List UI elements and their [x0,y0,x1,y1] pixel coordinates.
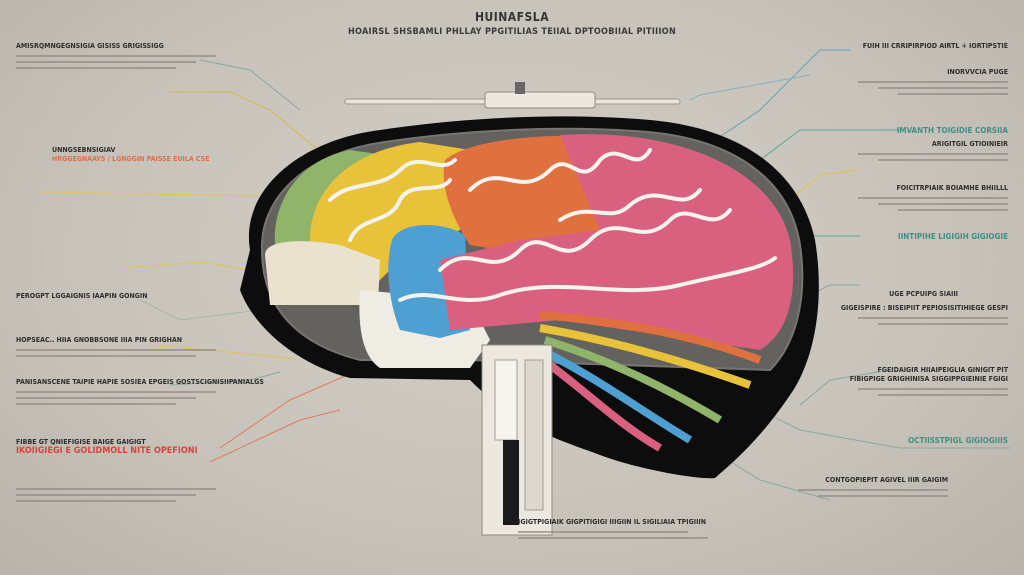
callout-heading: UGE PCPUIPG SIAIII [889,290,958,298]
callout-body-line [858,81,1008,83]
callout-label: OCTIISSTPIGL GIGIOGIIIS [908,436,1008,445]
callout-label: CONTGOPIEPIT AGIVEL IIIR GAIGIM [798,476,948,501]
pink-region [440,134,794,350]
callout-body-line [16,494,196,496]
callout-body-line [898,93,1008,95]
callout-body-line [16,500,176,502]
callout-subheading: FIBIGPIGE GRIGHINISA SIGGIPPGIEINIE FGIG… [849,375,1008,383]
callout-body-line [16,67,176,69]
connector-line [789,169,861,201]
cream-region [265,241,380,305]
callout-label: ARIGITGIL GTIOINIEIR [858,140,1008,165]
callout-body-line [878,394,1008,396]
connector-line [139,299,261,321]
callout-label: FUIH III CRRIPIRPIOD AIRTL + IORTIPSTIE [863,42,1008,51]
gyri-lines [328,148,777,302]
callout-heading: IINTIPIHE LIGIGIH GIGIOGIE [897,232,1008,241]
callout-body-line [16,397,196,399]
callout-body-line [16,55,216,57]
connector-line [149,344,301,361]
callout-heading: INORVVCIA PUGE [947,68,1008,76]
callout-body-line [16,349,216,351]
callout-body-line [16,61,196,63]
callout-heading: CONTGOPIEPIT AGIVEL IIIR GAIGIM [825,476,948,484]
callout-body-line [878,87,1008,89]
callout-label: PANISANSCENE TAIPIE HAPIE SOSIEA EPGEIS … [16,378,264,409]
connector-line [799,369,891,406]
callout-heading: HOPSEAC.. HIIA GNOBBSONE IIIA PIN GRIGHA… [16,336,183,344]
callout-body-line [518,537,708,539]
callout-body-line [858,317,1008,319]
callout-label: GIGEISPIRE : BISEIPIIT PEPIOSISITIHIEGE … [841,304,1008,329]
connector-line [119,261,251,271]
callout-heading: UNNGSEBNSIGIAV [52,146,116,154]
callout-body-line [898,209,1008,211]
callout-heading: OCTIISSTPIGL GIGIOGIIIS [908,436,1008,445]
connector-line [759,129,900,161]
connector-line [169,371,281,386]
callout-label: UGE PCPUIPG SIAIII [889,290,958,299]
connector-line [209,409,341,463]
callout-heading: FGEIDAIGIR HIIAIPEIGLIA GINIGIT PIT [877,366,1009,374]
callout-body-line [818,495,948,497]
connector-line [699,49,850,151]
connector-line [170,91,331,161]
callout-heading: FUIH III CRRIPIRPIOD AIRTL + IORTIPSTIE [862,42,1008,50]
callout-subheading: HRGGEGNAAYS / LGNGGIN PAISSE EUILA CSE [52,155,210,163]
diagram-subtitle: HOAIRSL SHSBAMLI PHLLAY PPGITILIAS TEIIA… [347,27,677,37]
callout-body-line [878,159,1008,161]
callout-body-line [16,355,196,357]
callout-heading: FIBBE GT QNIEFIGISE BAIGE GAIGIGT [16,438,146,446]
callout-heading: ARIGITGIL GTIOINIEIR [931,140,1008,148]
callout-heading: PEROGPT LGGAIGNIS IAAPIN GONGIN [16,292,148,300]
callout-body-line [878,323,1008,325]
callout-body-line [16,488,216,490]
callout-heading: IGIGTPIGIAIK GIGPITIGIGI IIIGIIN IL SIGI… [518,518,707,526]
callout-label-bottom: IGIGTPIGIAIK GIGPITIGIGI IIIGIIN IL SIGI… [518,518,708,543]
connector-line [689,74,811,101]
diagram-title: HUINAFSLA [474,10,550,24]
callout-subheading: IKOIIGIEGI E GOLIDMOLL NITE OPEFIONI [16,446,198,456]
callout-body-line [518,531,688,533]
top-rod [344,82,681,109]
callout-body-line [858,388,1008,390]
callout-label: PEROGPT LGGAIGNIS IAAPIN GONGIN [16,292,148,301]
callout-heading: AMISRQMNGEGNSIGIA GISISS GRIGISSIGG [16,42,164,50]
callout-label: FOICITRPIAIK BOIAMHE BHIILLL [858,184,1008,215]
callout-body-line [858,197,1008,199]
brainstem-device [481,344,553,536]
nerve-fibers [539,311,762,452]
callout-body-line [16,403,176,405]
callout-label: HOPSEAC.. HIIA GNOBBSONE IIIA PIN GRIGHA… [16,336,216,361]
callout-heading: PANISANSCENE TAIPIE HAPIE SOSIEA EPGEIS … [16,378,264,386]
callout-body-line [16,391,216,393]
connector-line [199,59,301,111]
connector-line [719,454,831,501]
callout-label [16,484,216,506]
callout-label: AMISRQMNGEGNSIGIA GISISS GRIGISSIGG [16,42,216,73]
callout-label: INORVVCIA PUGE [858,68,1008,99]
callout-heading: FOICITRPIAIK BOIAMHE BHIILLL [896,184,1008,192]
callout-label: IMVANTH TOIGIDIE CORSIIA [897,126,1008,135]
callout-body-line [798,489,948,491]
connector-line [219,364,371,449]
callout-body-line [878,203,1008,205]
callout-heading: IMVANTH TOIGIDIE CORSIIA [896,126,1008,135]
callout-body-line [858,153,1008,155]
callout-label: IINTIPIHE LIGIGIH GIGIOGIE [898,232,1008,241]
callout-heading: GIGEISPIRE : BISEIPIIT PEPIOSISITIHIEGE … [840,304,1008,312]
